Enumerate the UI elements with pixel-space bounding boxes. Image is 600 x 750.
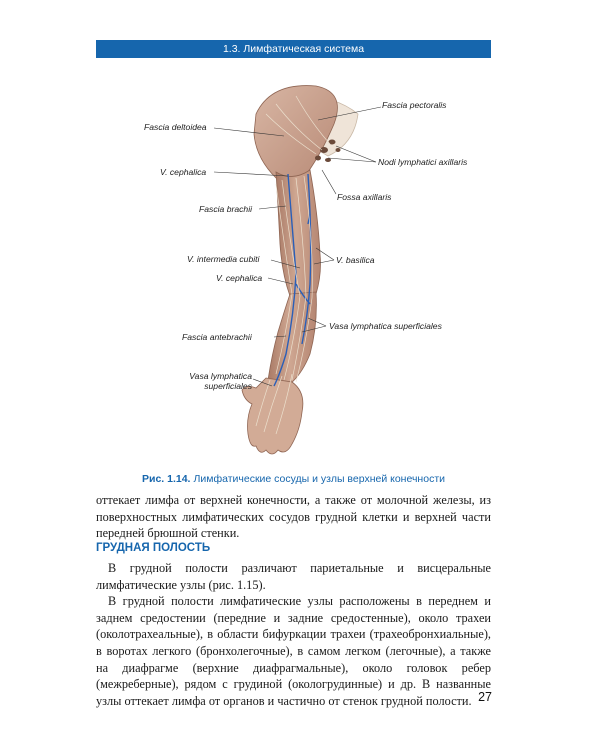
body-paragraphs: В грудной полости различают париетальные… (96, 560, 491, 709)
figure-caption: Рис. 1.14.Лимфатические сосуды и узлы ве… (96, 473, 491, 485)
label-v-intermedia-cubiti: V. intermedia cubiti (187, 254, 260, 264)
paragraph-1: В грудной полости различают париетальные… (96, 561, 491, 592)
paragraph-2: В грудной полости лимфатические узлы рас… (96, 594, 491, 708)
label-fascia-brachii: Fascia brachii (199, 204, 253, 214)
lymphatic-vessels (255, 95, 331, 435)
label-fossa-axillaris: Fossa axillaris (337, 192, 392, 202)
section-title: ГРУДНАЯ ПОЛОСТЬ (96, 542, 211, 554)
label-v-cephalica-upper: V. cephalica (160, 167, 207, 177)
label-fascia-pectoralis: Fascia pectoralis (382, 100, 447, 110)
label-fascia-antebrachii: Fascia antebrachii (182, 332, 252, 342)
page-number: 27 (478, 690, 492, 704)
forearm-shape (267, 291, 317, 385)
arm-lymphatics-figure: Fascia pectoralis Fascia deltoidea Nodi … (96, 74, 491, 464)
label-v-basilica: V. basilica (336, 255, 375, 265)
hand-shape (241, 377, 304, 455)
label-fascia-deltoidea: Fascia deltoidea (144, 122, 207, 132)
label-v-cephalica-middle: V. cephalica (216, 273, 263, 283)
label-vasa-lymphatica-superficiales-right: Vasa lymphatica superficiales (329, 321, 442, 331)
label-vasa-lymphatica-superficiales-left: Vasa lymphatica superficiales (184, 371, 252, 391)
intro-paragraph: оттекает лимфа от верхней конечности, а … (96, 493, 491, 541)
label-vasa-left-line-1: Vasa lymphatica (189, 371, 252, 381)
figure-caption-number: Рис. 1.14. (141, 473, 191, 485)
running-header: 1.3. Лимфатическая система (96, 40, 491, 58)
running-header-title: 1.3. Лимфатическая система (222, 43, 365, 55)
superficial-veins (273, 173, 312, 387)
intro-paragraph-block: оттекает лимфа от верхней конечности, а … (96, 492, 491, 542)
label-vasa-left-line-2: superficiales (204, 381, 252, 391)
leader-lines (213, 106, 382, 387)
axillary-nodes-cluster (315, 139, 341, 162)
figure-caption-text: Лимфатические сосуды и узлы верхней коне… (193, 473, 445, 485)
deltoid-shape (253, 85, 338, 181)
label-nodi-lymphatici-axillaris: Nodi lymphatici axillaris (378, 157, 468, 167)
arm-illustration (213, 85, 382, 455)
